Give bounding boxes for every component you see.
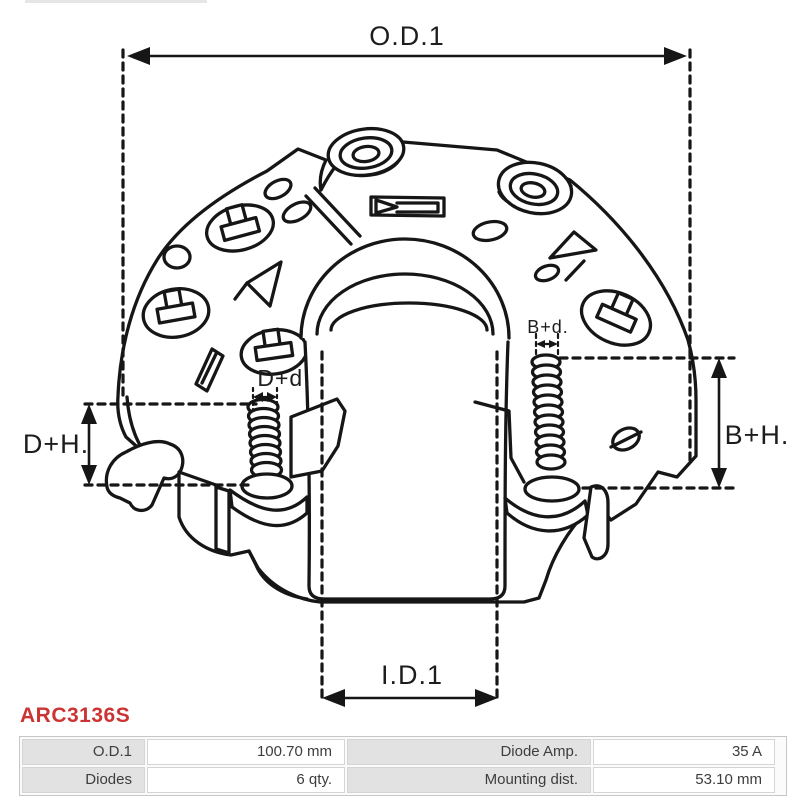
- spec-value-diodes: 6 qty.: [147, 767, 345, 793]
- spec-label-mounting-dist: Mounting dist.: [347, 767, 591, 793]
- dimension-label-dd: D+d.: [257, 365, 310, 391]
- spec-value-mounting-dist: 53.10 mm: [593, 767, 775, 793]
- dimension-dd: D+d.: [251, 365, 310, 412]
- top-mounting-boss: [326, 126, 406, 178]
- center-tube: [303, 330, 510, 601]
- dimension-label-id1: I.D.1: [381, 660, 443, 690]
- dimension-bd: B+d.: [527, 317, 569, 360]
- left-stud: [240, 397, 294, 500]
- part-number: ARC3136S: [20, 704, 131, 727]
- spec-label-diodes: Diodes: [22, 767, 145, 793]
- cropped-logo-remnant: [25, 0, 207, 3]
- dimension-od1: O.D.1: [121, 21, 692, 462]
- spec-value-od1: 100.70 mm: [147, 739, 345, 765]
- center-collar: [299, 237, 511, 340]
- key-slot: [369, 195, 446, 218]
- dimension-bh: B+H.: [558, 356, 790, 490]
- spec-value-diode-amp: 35 A: [593, 739, 775, 765]
- stamped-arrow-left: [233, 260, 283, 308]
- small-holes: [162, 177, 561, 283]
- right-mounting-foot: [473, 400, 643, 561]
- diode-terminal: [141, 203, 653, 376]
- dimension-label-od1: O.D.1: [369, 21, 445, 51]
- spec-table: O.D.1 100.70 mm Diode Amp. 35 A Diodes 6…: [19, 736, 787, 796]
- dimension-id1: I.D.1: [320, 350, 499, 707]
- dimension-label-bd: B+d.: [527, 317, 569, 337]
- spec-label-diode-amp: Diode Amp.: [347, 739, 591, 765]
- plate-fold-edge: [304, 186, 362, 246]
- slanted-slot: [194, 347, 225, 393]
- dimension-label-dh: D+H.: [23, 429, 89, 459]
- right-mounting-boss: [496, 160, 574, 216]
- stamped-arrow-right: [548, 230, 598, 282]
- spec-label-od1: O.D.1: [22, 739, 145, 765]
- right-stud: [523, 353, 581, 503]
- left-mounting-foot: [104, 397, 347, 601]
- dimension-label-bh: B+H.: [725, 420, 790, 450]
- rectifier-technical-drawing: O.D.1 I.D.1 D+H. B+H.: [23, 21, 790, 707]
- dimension-dh: D+H.: [23, 402, 258, 487]
